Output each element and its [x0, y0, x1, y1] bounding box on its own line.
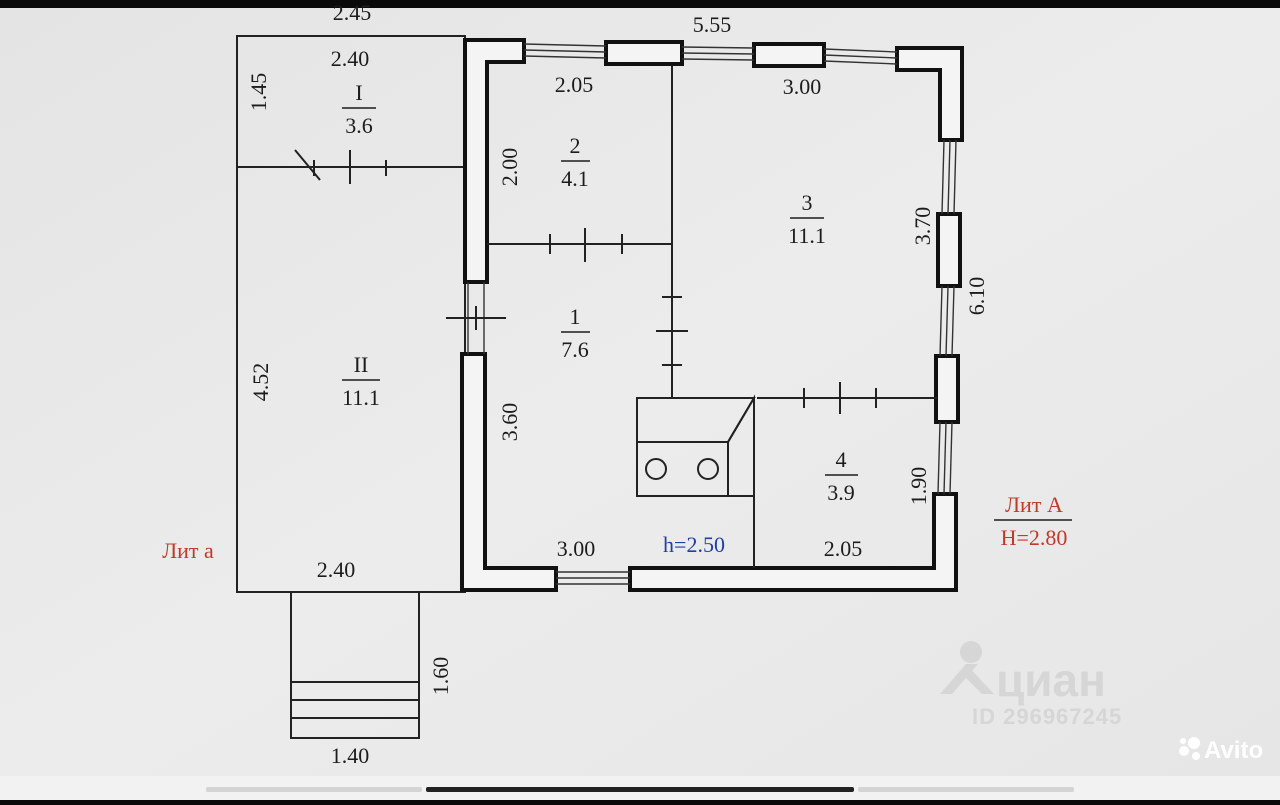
dim-top-cut: 2.45 — [333, 0, 372, 25]
cian-watermark: циан ID 296967245 — [940, 641, 1122, 729]
outer-walls — [460, 38, 964, 592]
dim-right-lower: 1.90 — [906, 467, 931, 506]
dim-right-overall: 6.10 — [964, 277, 989, 316]
dim-bottom-left: 3.00 — [557, 536, 596, 561]
lit-a-big-label: Лит А — [1005, 492, 1063, 517]
dim-room1-side: 3.60 — [497, 403, 522, 442]
room-4-number: 4 — [836, 447, 847, 472]
stove-burner-icon — [645, 458, 667, 480]
room-II-number: II — [354, 352, 369, 377]
dim-room2-top: 2.05 — [555, 72, 594, 97]
porch-outline — [290, 591, 420, 739]
room-I-area: 3.6 — [345, 113, 373, 138]
interior-door-marks — [549, 228, 877, 414]
cian-brand-text: циан — [996, 654, 1106, 706]
lit-a-big-height: H=2.80 — [1001, 525, 1068, 550]
room-1-number: 1 — [570, 304, 581, 329]
windows — [467, 43, 957, 585]
dim-room3-top: 3.00 — [783, 74, 822, 99]
dim-veranda-side-upper: 1.45 — [246, 73, 271, 112]
stove — [636, 394, 756, 497]
room-1-area: 7.6 — [561, 337, 589, 362]
room-2-area: 4.1 — [561, 166, 589, 191]
room-4-area: 3.9 — [827, 480, 855, 505]
room-II-area: 11.1 — [342, 385, 380, 410]
dim-right-upper: 3.70 — [910, 207, 935, 246]
dim-room2-side: 2.00 — [497, 148, 522, 187]
lit-a-small-label: Лит а — [162, 538, 214, 563]
entrance-door-mark — [446, 306, 506, 330]
scroll-thumb[interactable] — [426, 787, 854, 792]
avito-logo-icon — [1179, 737, 1200, 760]
cian-id-text: ID 296967245 — [972, 704, 1122, 729]
scroll-track-right — [858, 787, 1074, 792]
dim-veranda-top: 2.40 — [331, 46, 370, 71]
avito-watermark: Avito — [1179, 737, 1263, 764]
room-3-area: 11.1 — [788, 223, 826, 248]
dim-bottom-right: 2.05 — [824, 536, 863, 561]
dim-porch-bottom: 1.40 — [331, 743, 370, 768]
veranda-door-mark — [294, 149, 387, 184]
cian-house-icon — [940, 641, 994, 694]
dim-veranda-bottom: 2.40 — [317, 557, 356, 582]
room-fraction-lines — [342, 107, 1072, 521]
stove-burner-icon — [697, 458, 719, 480]
porch-steps — [291, 681, 419, 719]
ceiling-height-label: h=2.50 — [663, 532, 725, 557]
scroll-track-left — [206, 787, 422, 792]
dim-top-overall: 5.55 — [693, 12, 732, 37]
dim-veranda-side-lower: 4.52 — [248, 363, 273, 402]
room-2-number: 2 — [570, 133, 581, 158]
room-3-number: 3 — [802, 190, 813, 215]
room-I-number: I — [355, 80, 362, 105]
dim-porch-side: 1.60 — [428, 657, 453, 696]
avito-text: Avito — [1204, 737, 1263, 764]
paper-background — [0, 8, 1280, 776]
